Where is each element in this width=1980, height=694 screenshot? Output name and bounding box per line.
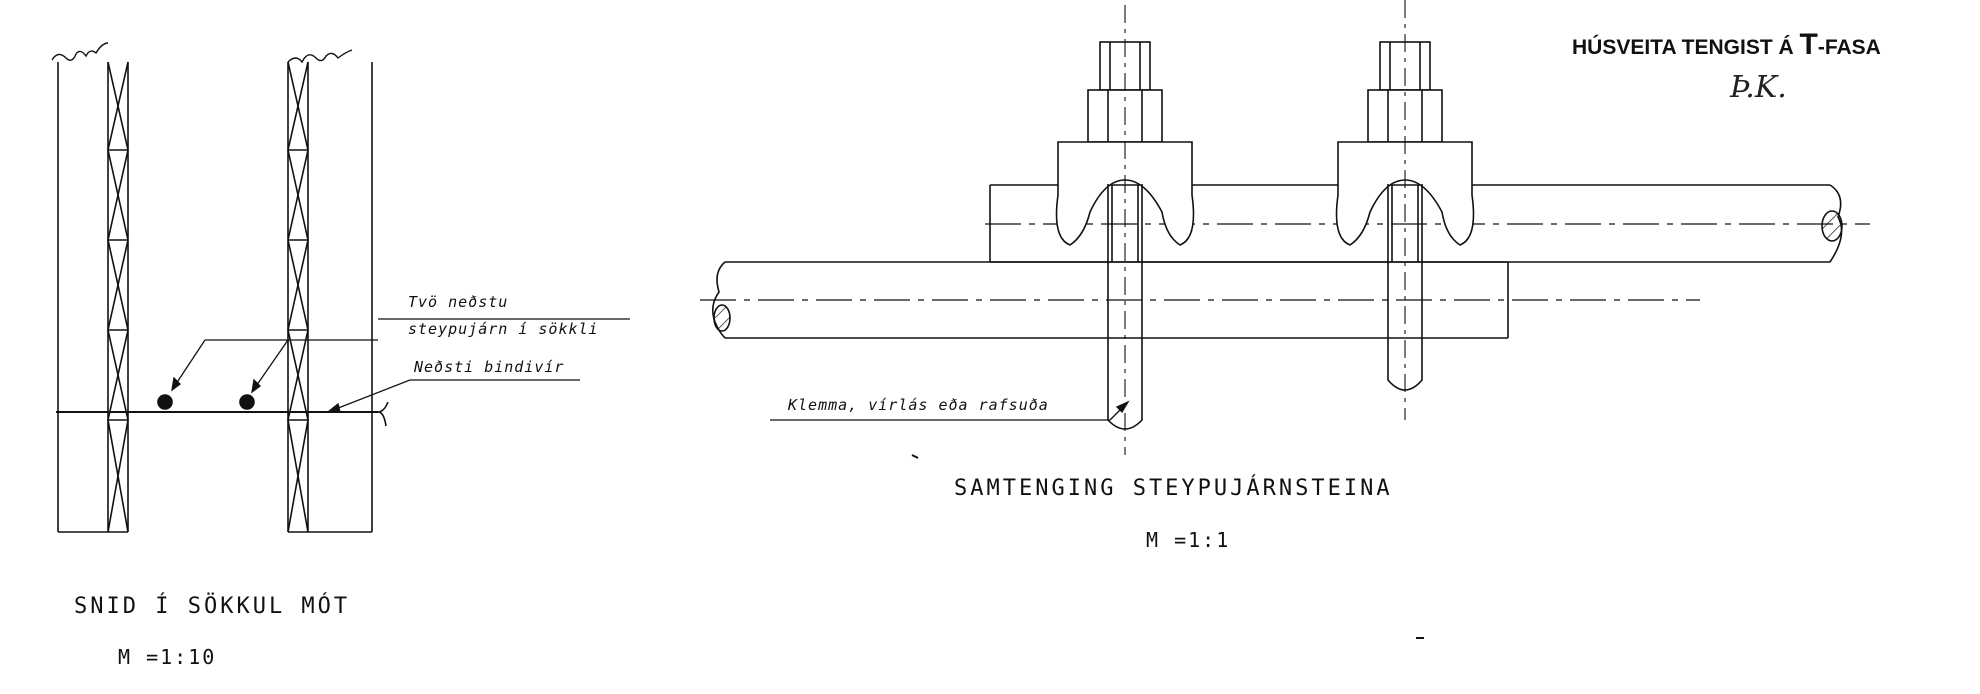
rebar-note-line1: Tvö neðstu [408,293,509,311]
clamp-leader [770,400,1130,421]
rebar-dot [157,394,173,410]
rebar-dot [239,394,255,410]
stamp-text-after: -FASA [1817,36,1881,59]
clamp-note: Klemma, vírlás eða rafsuða [788,396,1049,414]
right-form-board [287,49,373,533]
signature-initials: Þ.K. [1730,70,1787,105]
leader-lines [171,318,630,413]
left-caption: SNID Í SÖKKUL MÓT [74,594,351,619]
bottom-tie-wire [56,401,389,427]
stamp-text-before: HÚSVEITA TENGIST Á [1572,36,1800,59]
footing-section [51,42,630,533]
clamp-1 [1055,5,1195,455]
stamp-symbol: T [1799,28,1818,61]
phase-stamp: HÚSVEITA TENGIST Á T-FASA [1572,28,1881,62]
clamp-2 [1335,0,1475,420]
tie-wire-note: Neðsti bindivír [414,358,565,376]
break-line [287,49,353,64]
upper-rebar [985,184,1870,263]
break-line [51,42,109,61]
right-scale: M =1:1 [1146,528,1231,552]
rebar-joint [700,0,1870,459]
left-scale: M =1:10 [118,645,217,669]
lower-rebar [700,261,1700,339]
rebar-note-line2: steypujárn í sökkli [408,320,599,338]
right-caption: SAMTENGING STEYPUJÁRNSTEINA [954,476,1393,501]
left-form-board [51,42,129,533]
